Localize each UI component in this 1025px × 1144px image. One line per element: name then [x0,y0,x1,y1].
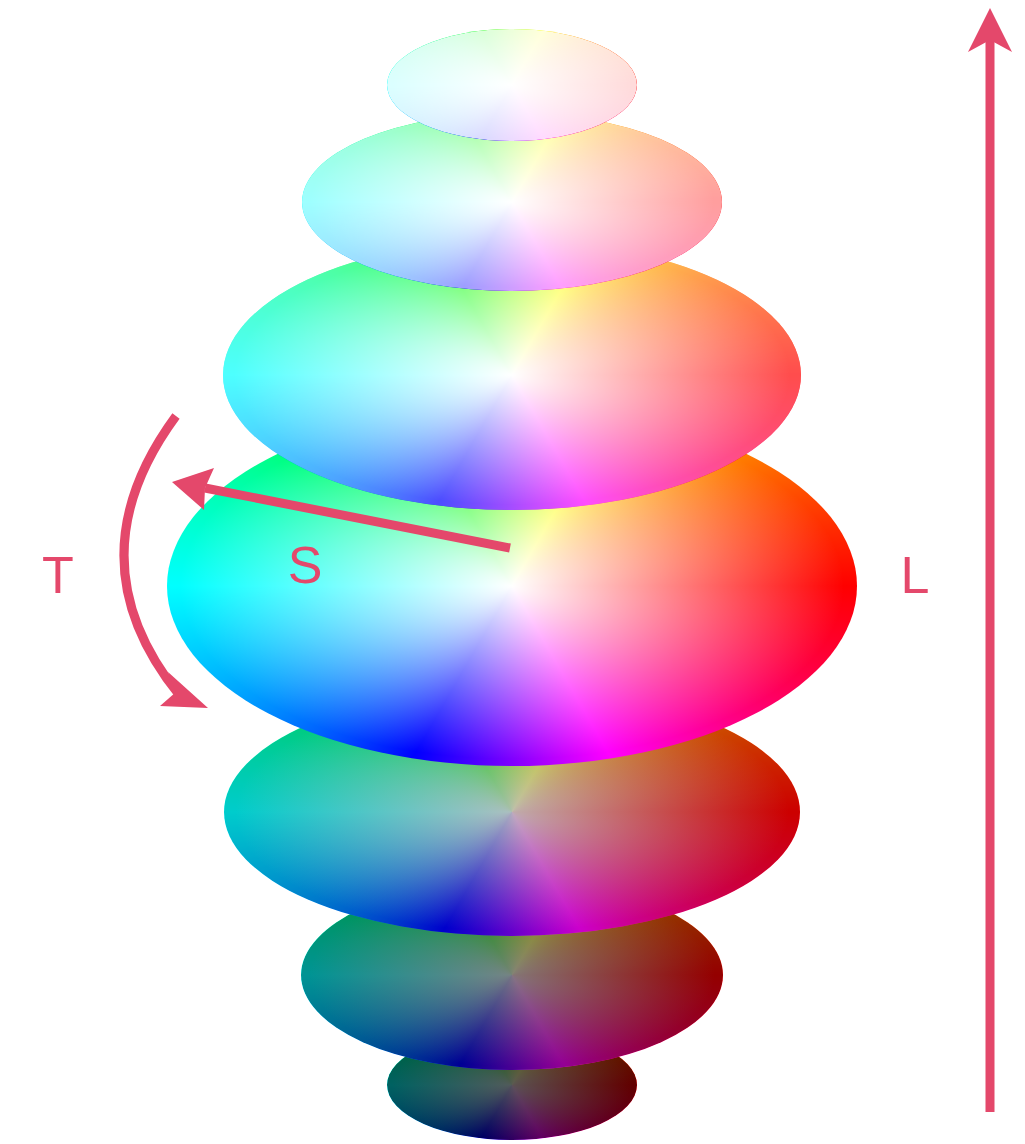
saturation-shade [387,29,637,141]
hue-arc [124,416,180,696]
lightness-slice [387,29,637,141]
saturation-label: S [288,539,323,591]
arrow-head [172,468,214,510]
hue-label: T [42,549,74,601]
lightness-label: L [901,549,930,601]
arrow-head [160,672,208,708]
lightness-axis [986,40,995,1112]
saturation-arrow [205,488,510,548]
arrow-head [968,8,1012,52]
